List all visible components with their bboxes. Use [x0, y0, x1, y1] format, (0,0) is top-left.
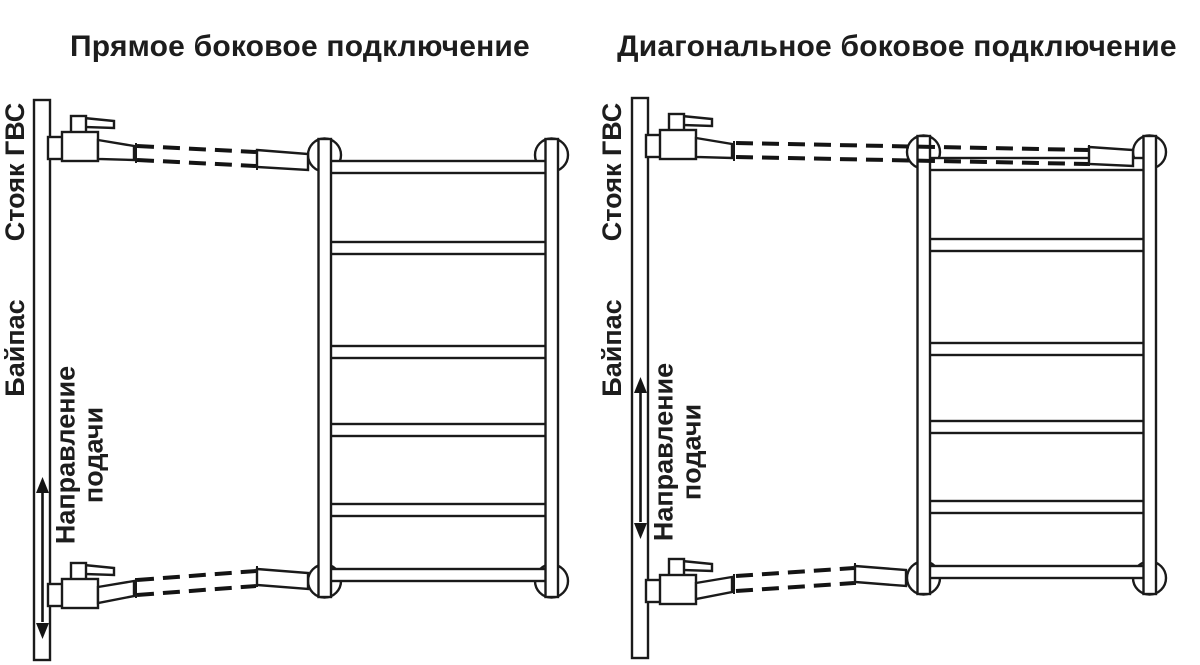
valve-outlet-pipe	[96, 138, 136, 162]
diagram-title-direct: Прямое боковое подключение	[70, 30, 530, 63]
radiator-rung	[328, 422, 548, 438]
radiator	[905, 134, 1168, 596]
riser-pipe	[32, 98, 52, 662]
connection-stub	[255, 148, 310, 172]
dashed-pipe	[136, 584, 257, 597]
radiator-rung	[927, 419, 1146, 435]
arrow-down-icon	[36, 623, 49, 639]
radiator-rung	[328, 502, 548, 518]
connection-stub	[1087, 145, 1135, 168]
diagram-diagonal-drawing	[630, 96, 1168, 660]
valve-outlet-pipe	[96, 579, 136, 605]
dashed-pipe	[735, 581, 855, 593]
radiator	[306, 137, 570, 599]
radiator-rung	[927, 237, 1146, 253]
dashed-pipe	[136, 158, 257, 168]
valve-outlet-pipe	[694, 575, 734, 601]
collector-tube-left	[317, 137, 333, 599]
diagram-direct-drawing	[32, 98, 570, 662]
dashed-pipe	[735, 155, 1089, 166]
radiator-rung	[328, 567, 548, 583]
supply-connection-top-diagonal	[644, 112, 1135, 168]
collector-tube-left	[916, 134, 932, 596]
return-connection-bottom	[46, 561, 310, 610]
collector-tube-right	[1142, 134, 1158, 596]
riser-pipe	[630, 96, 650, 660]
dashed-pipe	[136, 144, 257, 154]
diagram-title-diagonal: Диагональное боковое подключение	[617, 30, 1177, 63]
supply-connection-top	[46, 114, 310, 172]
return-connection-bottom	[644, 557, 908, 606]
flow-direction-arrow	[634, 377, 647, 539]
radiator-rung	[328, 240, 548, 256]
radiator-rung	[328, 159, 548, 175]
radiator-rung	[927, 564, 1146, 580]
dashed-pipe	[136, 569, 257, 582]
dashed-pipe	[735, 566, 855, 578]
radiator-rung	[328, 344, 548, 360]
radiator-rung	[927, 499, 1146, 515]
connection-stub	[255, 567, 310, 591]
arrow-up-icon	[634, 377, 647, 393]
dashed-pipe	[735, 141, 1089, 152]
arrow-down-icon	[634, 523, 647, 539]
valve-outlet-pipe	[694, 136, 734, 160]
flow-direction-arrow	[36, 477, 49, 639]
radiator-rung	[927, 341, 1146, 357]
collector-tube-right	[544, 137, 560, 599]
arrow-up-icon	[36, 477, 49, 493]
connection-stub	[853, 564, 908, 588]
